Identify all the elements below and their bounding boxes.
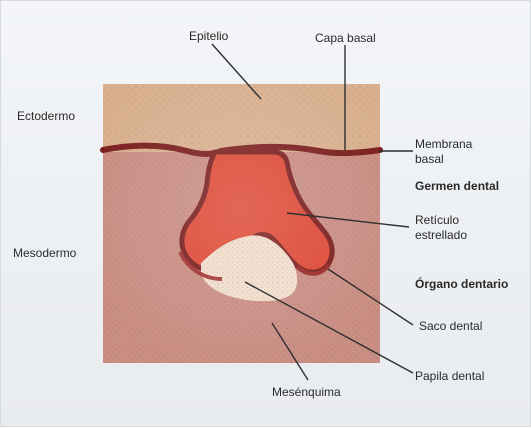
label-ectodermo: Ectodermo bbox=[17, 110, 75, 124]
label-papila-dental: Papila dental bbox=[415, 370, 484, 384]
label-reticulo-line-2: estrellado bbox=[415, 229, 467, 243]
label-capa-basal: Capa basal bbox=[315, 32, 376, 46]
label-saco-dental: Saco dental bbox=[419, 320, 482, 334]
label-mesenquima: Mesénquima bbox=[272, 386, 341, 400]
label-germen-dental: Germen dental bbox=[415, 180, 499, 194]
label-epitelio: Epitelio bbox=[189, 30, 228, 44]
label-organo-dentario: Órgano dentario bbox=[415, 278, 508, 292]
label-reticulo-line-1: Retículo bbox=[415, 214, 459, 228]
illustration-light bbox=[103, 84, 380, 363]
label-membrana-basal-line-1: Membrana bbox=[415, 138, 472, 152]
label-membrana-basal-line-2: basal bbox=[415, 153, 444, 167]
label-mesodermo: Mesodermo bbox=[13, 247, 76, 261]
